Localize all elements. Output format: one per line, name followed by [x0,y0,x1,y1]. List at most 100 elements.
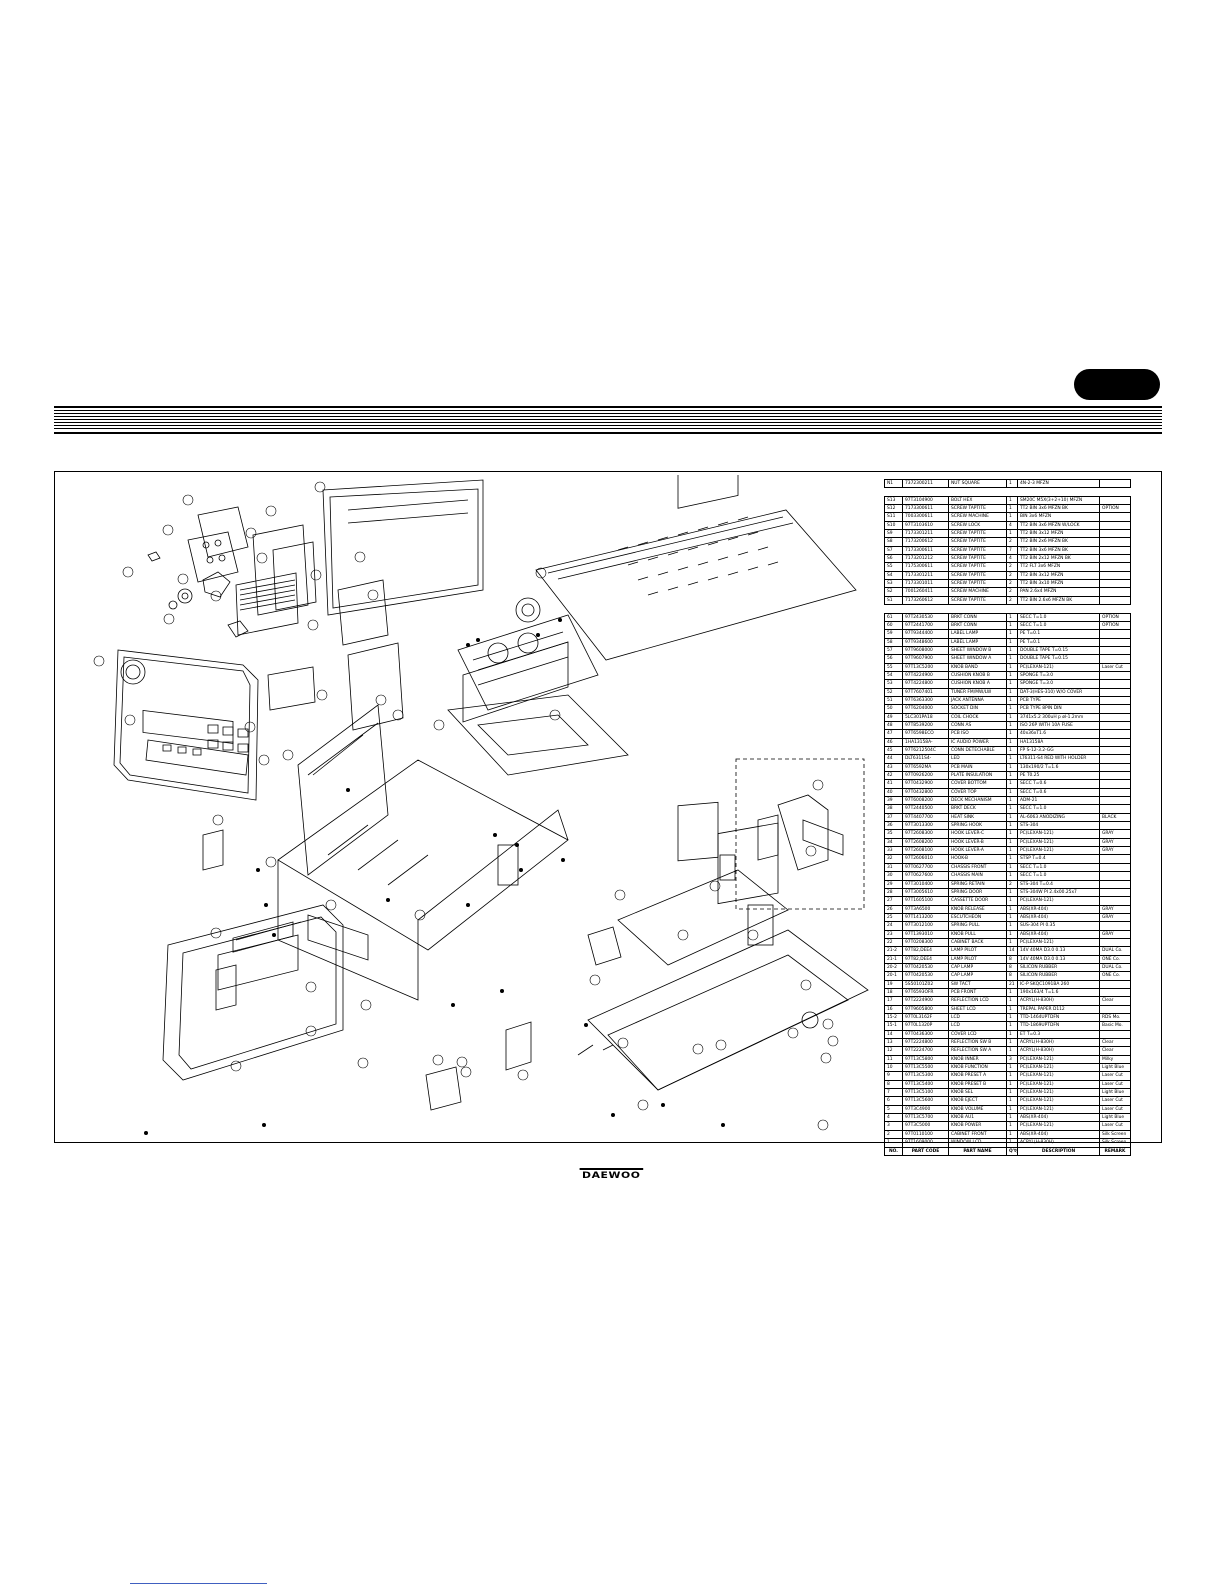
parts-cell: SECC T=0.6 [1017,779,1100,789]
parts-cell: 97T9605800 [902,1004,949,1015]
parts-cell: COVER LCD [948,1029,1007,1040]
parts-cell: TT2 BIN 3x6 MFZN BK [1017,545,1100,556]
parts-cell: 54 [884,670,903,681]
parts-cell: SCREW TAPTITE [948,529,1007,539]
parts-cell: 1 [1006,1104,1018,1115]
parts-cell: 97T2606010 [902,854,949,864]
parts-cell: 1 [1006,846,1018,856]
parts-cell: S11 [884,512,903,522]
parts-cell: SHEET WINDOW A [948,654,1007,664]
parts-cell: ET T=0.3 [1017,1029,1100,1040]
parts-cell: SECC T=1.0 [1017,871,1100,881]
parts-cell: 97T2224700 [902,1046,949,1056]
parts-cell: SW TACT [948,979,1007,989]
parts-cell: LAMP PILOT [948,946,1007,956]
parts-cell: Laser Cut [1099,1096,1131,1106]
parts-cell [1099,495,1131,506]
parts-cell: 1 [1006,720,1018,731]
parts-cell [1099,579,1131,589]
parts-cell: 7173301011 [902,579,949,589]
parts-cell: LAMP PILOT [948,954,1007,964]
parts-cell: 37 [884,812,903,823]
escutcheon-drawing [162,904,344,1081]
parts-cell: 1 [1006,1038,1018,1048]
parts-cell: OPTION [1099,612,1131,622]
parts-cell: 1 [1006,670,1018,681]
parts-cell: 21-1 [884,954,903,964]
parts-cell: S12 [884,504,903,514]
parts-cell: TT2 BIN 3x12 MFZN [1017,570,1100,581]
parts-cell: DUAL Co. [1099,962,1131,973]
parts-cell: 1 [1006,504,1018,514]
parts-cell: 97T0L3162F [902,1012,949,1023]
parts-cell: 7372300211 [902,478,949,489]
parts-cell: TT2 BIN 2.6x6 MFZN BK [1017,595,1100,606]
parts-cell: 97T7607401 [902,687,949,697]
parts-cell: 23 [884,929,903,939]
parts-cell [1099,512,1131,522]
parts-cell: 7173260612 [902,595,949,606]
parts-cell: CHASSIS FRONT [948,862,1007,873]
parts-cell: 7 [884,1088,903,1098]
parts-cell: CABINET BACK [948,937,1007,948]
parts-cell: 97T3013300 [902,821,949,831]
parts-cell: PC(LEXAN-121) [1017,896,1100,906]
parts-cell: Clear [1099,1046,1131,1056]
main-pcb-drawing [577,801,869,1091]
parts-cell: ACRYL(H-830H) [1017,1046,1100,1056]
parts-cell: 97T6592MA [902,762,949,773]
parts-cell: GRAY [1099,829,1131,839]
parts-cell: 8 [1006,971,1018,981]
parts-cell: 1 [1006,829,1018,839]
parts-cell [1099,645,1131,656]
parts-cell: 26 [884,904,903,914]
parts-cell [1099,587,1131,597]
parts-cell: SOCKET DIN [948,704,1007,714]
parts-cell: PC(LEXAN-121) [1017,837,1100,848]
parts-cell: SCREW LOCK [948,520,1007,531]
parts-cell: 1 [1006,729,1018,739]
parts-cell: ABS(XR-404) [1017,1129,1100,1140]
parts-cell: Light Blue [1099,1113,1131,1123]
parts-cell: 97T2608200 [902,837,949,848]
parts-cell: 1 [1006,837,1018,848]
parts-cell: 3741x5.2 300uH p øl-1.2mm [1017,712,1100,722]
parts-cell: 7001260411 [902,587,949,597]
parts-cell: 49 [884,712,903,722]
parts-cell [1099,871,1131,881]
parts-cell: SPONGE T=3.0 [1017,679,1100,689]
parts-cell: 97T82,DEE4 [902,954,949,964]
parts-cell: 97T9344400 [902,629,949,639]
parts-cell [1099,629,1131,639]
parts-cell: 97T0627700 [902,862,949,873]
parts-cell: 97T9607900 [902,654,949,664]
parts-cell: OPTION [1099,504,1131,514]
parts-cell [1099,787,1131,798]
parts-cell: CUSHION KNOB A [948,679,1007,689]
parts-cell: 44 [884,754,903,764]
parts-cell: DOUBLE TAPE T=0.15 [1017,654,1100,664]
parts-cell: 48 [884,720,903,731]
parts-cell: TT2 BIN 2x12 MFZN BK [1017,554,1100,564]
parts-cell [1099,921,1131,931]
parts-cell: TT2 BIN 3x10 MFZN [1017,579,1100,589]
parts-cell: S6 [884,554,903,564]
parts-cell: S1 [884,595,903,606]
parts-cell [1099,979,1131,989]
parts-header-cell: PART CODE [902,1146,949,1156]
parts-cell [1099,987,1131,998]
parts-cell [1099,862,1131,873]
parts-cell: 21-2 [884,946,903,956]
parts-cell: PC(LEXAN-121) [1017,937,1100,948]
parts-cell: 16 [884,1004,903,1015]
parts-cell: SPRING HOOK [948,821,1007,831]
